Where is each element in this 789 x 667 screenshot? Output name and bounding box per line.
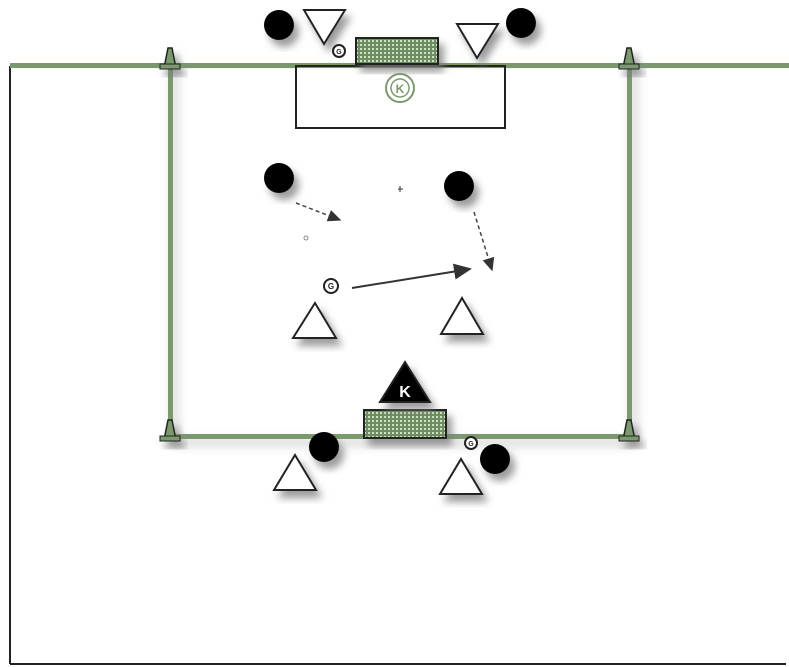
dark-player-icon [506,8,536,38]
light-player-icon [455,23,500,60]
goal-icon [355,37,439,65]
ball-icon: G [464,436,478,450]
light-player-icon [272,453,318,491]
goalkeeper-icon: K [378,360,432,403]
dark-player-icon [480,444,510,474]
light-player-icon [291,301,338,339]
goalkeeper-icon: K [385,73,415,103]
arrow-icon [351,263,472,289]
penalty-box [295,65,506,129]
dark-player-icon [444,171,474,201]
light-player-icon [302,9,347,46]
light-player-icon [439,296,485,335]
goalkeeper-label: K [396,82,405,96]
center-spot [398,186,403,192]
goal-icon [363,409,447,439]
dark-player-icon [264,10,294,40]
dark-player-icon [309,432,339,462]
ball-label: G [336,49,342,56]
cone-icon [618,47,640,70]
cone-icon [618,419,640,442]
small-marker [303,235,309,241]
cone-icon [159,419,181,442]
goalkeeper-label: K [399,384,411,401]
ball-label: G [328,282,334,291]
ball-icon: G [332,44,346,58]
arrow-icon [295,202,342,222]
arrow-icon [473,211,495,272]
light-player-icon [438,457,484,495]
ball-icon: G [323,278,339,294]
ball-label: G [468,441,474,448]
cone-icon [159,47,181,70]
field-outline [9,66,786,665]
dark-player-icon [264,163,294,193]
